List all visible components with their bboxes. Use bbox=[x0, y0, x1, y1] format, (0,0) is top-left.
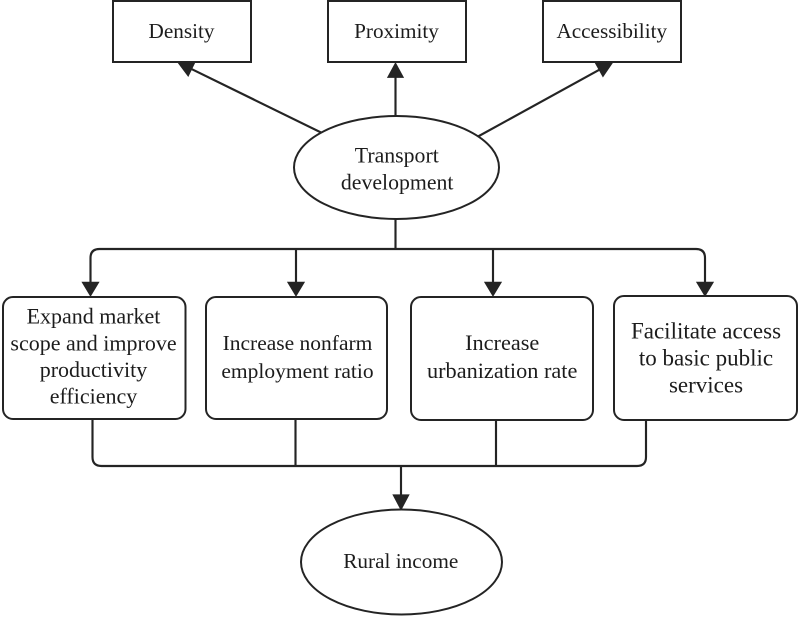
svg-text:Expand market: Expand market bbox=[27, 304, 161, 329]
svg-text:to basic public: to basic public bbox=[639, 346, 773, 371]
svg-text:efficiency: efficiency bbox=[50, 384, 138, 409]
svg-text:development: development bbox=[341, 171, 454, 195]
svg-text:Rural income: Rural income bbox=[343, 549, 458, 573]
svg-text:Density: Density bbox=[149, 19, 215, 43]
svg-text:Increase: Increase bbox=[465, 330, 539, 355]
svg-text:productivity: productivity bbox=[40, 357, 148, 382]
svg-text:Increase nonfarm: Increase nonfarm bbox=[223, 331, 373, 355]
svg-text:Facilitate access: Facilitate access bbox=[631, 319, 781, 344]
svg-text:Proximity: Proximity bbox=[354, 19, 439, 43]
svg-text:employment ratio: employment ratio bbox=[221, 359, 373, 383]
svg-text:services: services bbox=[669, 373, 743, 398]
svg-text:urbanization rate: urbanization rate bbox=[427, 358, 578, 383]
svg-text:Transport: Transport bbox=[355, 144, 439, 168]
svg-text:scope and improve: scope and improve bbox=[10, 330, 176, 355]
svg-text:Accessibility: Accessibility bbox=[556, 19, 667, 43]
